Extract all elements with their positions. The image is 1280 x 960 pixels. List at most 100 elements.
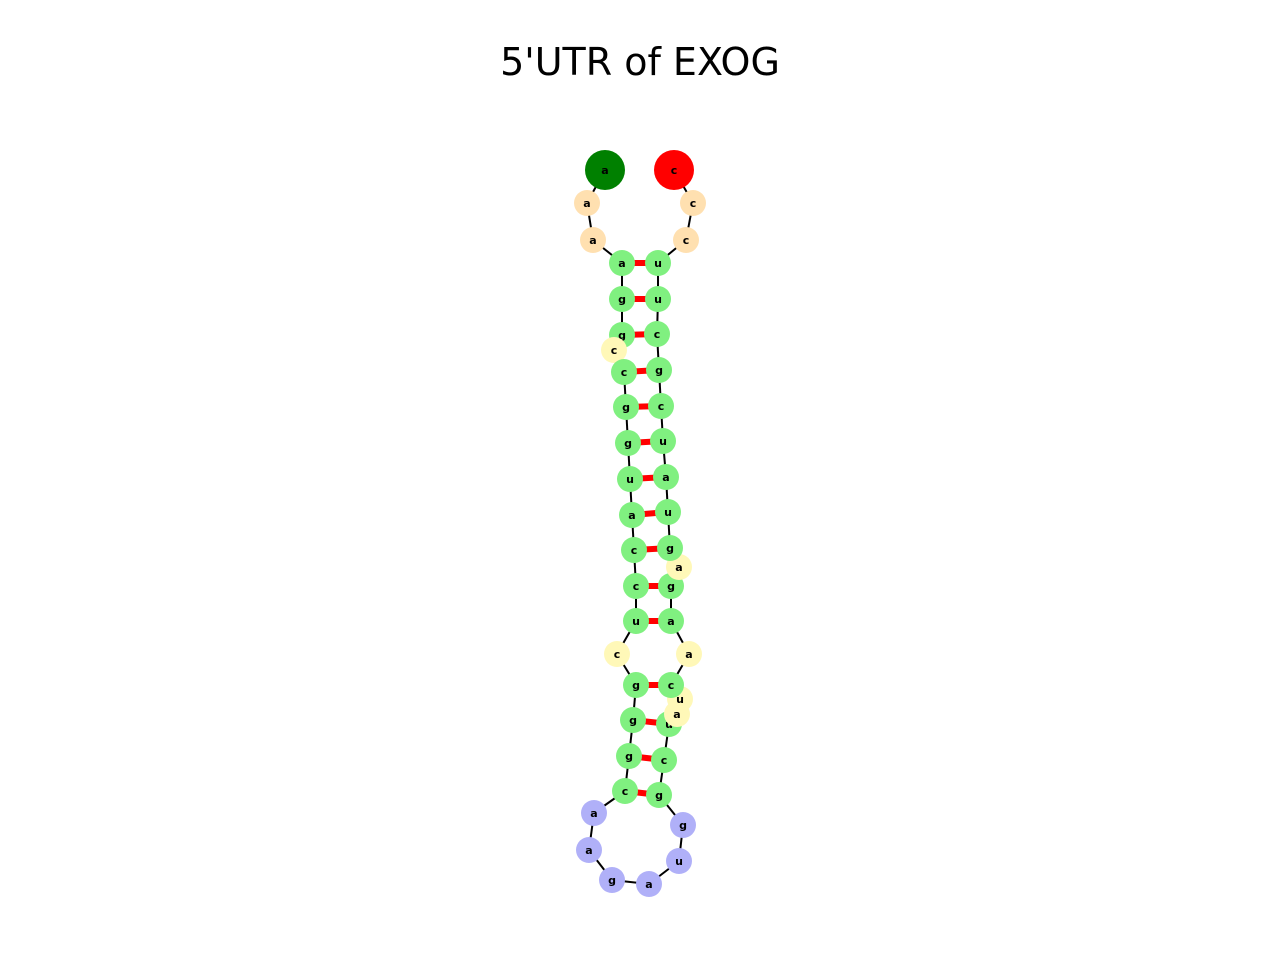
nucleotide-unpaired_end-46: c — [680, 190, 706, 216]
nucleotide-label: u — [659, 435, 667, 448]
nucleotide-stem-42: c — [644, 321, 670, 347]
nucleotide-unpaired_end-45: c — [673, 227, 699, 253]
nucleotide-label: c — [690, 197, 697, 210]
nucleotide-bulge-32: a — [676, 641, 702, 667]
nucleotide-label: a — [583, 197, 590, 210]
nucleotide-label: a — [590, 807, 597, 820]
nucleotide-label: c — [621, 366, 628, 379]
nucleotide-label: g — [608, 874, 616, 887]
nucleotide-label: c — [611, 344, 618, 357]
nucleotide-circle — [616, 743, 642, 769]
nucleotide-circle — [655, 499, 681, 525]
nucleotide-label: u — [654, 257, 662, 270]
nucleotide-circle — [581, 800, 607, 826]
nucleotide-circle — [646, 782, 672, 808]
nucleotide-hairpin-25: g — [670, 812, 696, 838]
nucleotide-circle — [623, 608, 649, 634]
nucleotide-label: a — [685, 648, 692, 661]
nucleotide-circle — [599, 867, 625, 893]
nucleotide-stem-27: c — [651, 747, 677, 773]
nucleotide-label: c — [658, 400, 665, 413]
nucleotide-label: c — [654, 328, 661, 341]
nucleotide-label: g — [655, 789, 663, 802]
nucleotide-label: g — [624, 437, 632, 450]
nucleotide-circle — [645, 286, 671, 312]
nucleotide-label: a — [662, 471, 669, 484]
nucleotide-circle — [580, 227, 606, 253]
nucleotide-label: c — [633, 580, 640, 593]
nucleotide-stem-39: u — [650, 428, 676, 454]
nucleotide-hairpin-22: g — [599, 867, 625, 893]
nucleotide-circle — [646, 357, 672, 383]
nucleotide-hairpin-21: a — [576, 837, 602, 863]
nucleotide-hairpin-20: a — [581, 800, 607, 826]
nucleotide-circle — [615, 430, 641, 456]
nucleotide-label: u — [675, 855, 683, 868]
diagram-title: 5'UTR of EXOG — [500, 40, 780, 84]
nucleotide-label: c — [668, 679, 675, 692]
nucleotide-stem-38: a — [653, 464, 679, 490]
nucleotide-circle — [636, 871, 662, 897]
nucleotide-label: g — [667, 580, 675, 593]
nucleotide-label: g — [632, 679, 640, 692]
nucleotide-stem-4: g — [609, 286, 635, 312]
nucleotide-stem-18: g — [616, 743, 642, 769]
nucleotide-stem-37: u — [655, 499, 681, 525]
nucleotide-circle — [623, 573, 649, 599]
nucleotide-circle — [676, 641, 702, 667]
nucleotide-circle — [585, 150, 625, 190]
nucleotide-stem-33: a — [658, 608, 684, 634]
nucleotide-stem-44: u — [645, 250, 671, 276]
nucleotide-circle — [670, 812, 696, 838]
nucleotide-circle — [609, 286, 635, 312]
nucleotide-stem-16: g — [623, 672, 649, 698]
nucleotide-circle — [604, 641, 630, 667]
nucleotide-label: a — [667, 615, 674, 628]
nucleotide-label: g — [618, 329, 626, 342]
nucleotide-circle — [680, 190, 706, 216]
nucleotide-hairpin-23: a — [636, 871, 662, 897]
nucleotide-start-0: a — [585, 150, 625, 190]
nucleotide-circle — [609, 250, 635, 276]
nucleotide-stem-12: c — [621, 537, 647, 563]
nucleotide-stem-3: a — [609, 250, 635, 276]
nucleotide-label: g — [622, 401, 630, 414]
nucleotide-label: u — [676, 693, 684, 706]
nucleotide-stem-41: g — [646, 357, 672, 383]
nucleotide-circle — [666, 848, 692, 874]
nucleotide-label: a — [645, 878, 652, 891]
nucleotide-circle — [612, 778, 638, 804]
nucleotide-stem-13: c — [623, 573, 649, 599]
nucleotide-label: a — [628, 509, 635, 522]
nucleotide-label: g — [666, 542, 674, 555]
nucleotide-label: c — [631, 544, 638, 557]
nucleotide-label: c — [671, 164, 678, 177]
nucleotide-label: g — [655, 364, 663, 377]
nucleotide-label: u — [632, 615, 640, 628]
nucleotide-stem-36: g — [657, 535, 683, 561]
nucleotide-bulge-6: c — [601, 337, 627, 363]
nucleotide-label: c — [622, 785, 629, 798]
nucleotide-label: u — [626, 473, 634, 486]
nucleotide-circle — [601, 337, 627, 363]
nucleotide-label: a — [601, 164, 608, 177]
nucleotide-circle — [657, 535, 683, 561]
nucleotide-label: g — [679, 819, 687, 832]
nucleotide-stem-31: c — [658, 672, 684, 698]
nucleotide-stem-11: a — [619, 502, 645, 528]
nucleotide-label: g — [618, 293, 626, 306]
nucleotide-circle — [574, 190, 600, 216]
nucleotide-stem-8: g — [613, 394, 639, 420]
nucleotide-unpaired_end-1: a — [574, 190, 600, 216]
nucleotide-label: a — [618, 257, 625, 270]
nucleotide-label: a — [589, 234, 596, 247]
nucleotide-stem-17: g — [620, 707, 646, 733]
nucleotide-stem-14: u — [623, 608, 649, 634]
nucleotide-label: a — [585, 844, 592, 857]
nucleotide-circle — [650, 428, 676, 454]
nucleotide-end-47: c — [654, 150, 694, 190]
nucleotide-circle — [651, 747, 677, 773]
nucleotide-stem-40: c — [648, 393, 674, 419]
nucleotide-label: c — [661, 754, 668, 767]
nucleotide-circle — [576, 837, 602, 863]
